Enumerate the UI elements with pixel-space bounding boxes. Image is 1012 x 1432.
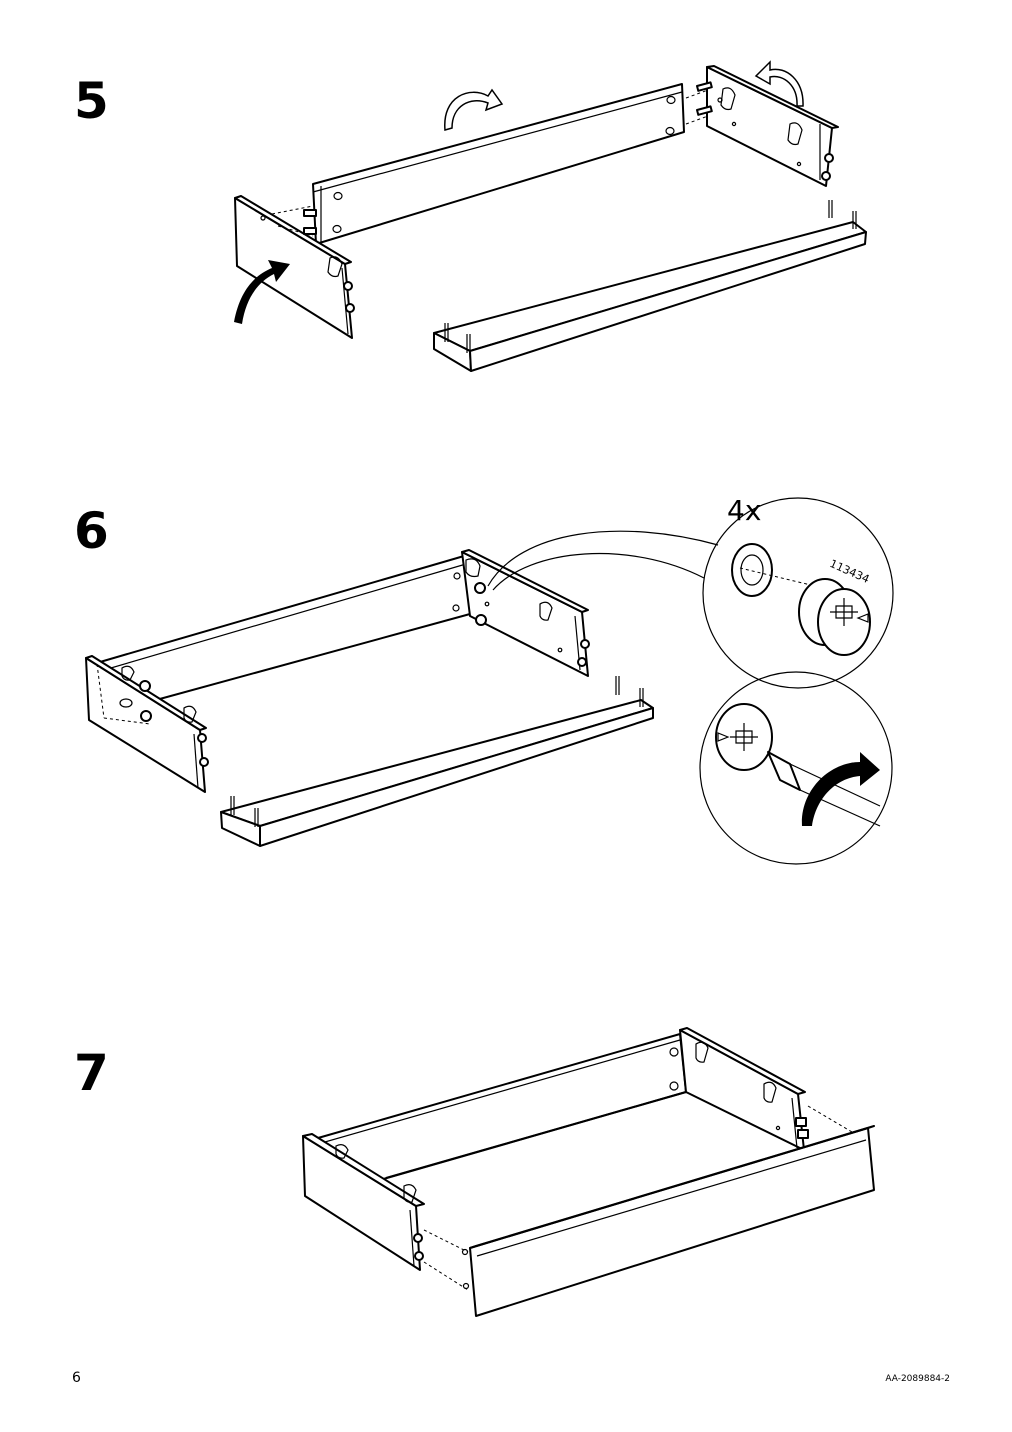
right-side-panel-7: [679, 1027, 809, 1151]
rotate-arrow-left-icon: [234, 260, 290, 324]
step-7-illustration: [302, 1027, 875, 1317]
quantity-label: 4x: [727, 494, 762, 527]
screwdriver-detail-circle: [699, 671, 893, 865]
back-panel-6: [99, 555, 471, 701]
step-number-6: 6: [74, 502, 109, 560]
back-panel: [312, 83, 685, 245]
step-number-7: 7: [74, 1044, 109, 1102]
left-side-panel-7: [302, 1133, 425, 1271]
back-panel-7: [317, 1033, 709, 1181]
right-side-panel-6: [452, 549, 590, 677]
left-side-panel-6: [85, 655, 209, 793]
front-assembly-guides: [423, 1105, 853, 1291]
left-side-panel: [234, 195, 355, 339]
base-panel-6: [220, 676, 654, 847]
base-edge-7: [385, 1091, 687, 1179]
detail-callout-leader: [487, 530, 719, 591]
step-number-5: 5: [74, 72, 109, 130]
dowels-left: [271, 205, 317, 237]
base-panel: [433, 200, 867, 372]
front-panel-7: [469, 1125, 875, 1317]
dowels-right: [685, 81, 723, 125]
right-side-panel: [706, 65, 839, 187]
step-6-illustration: [85, 497, 894, 865]
rotate-arrow-back-icon: [444, 88, 504, 131]
document-code: AA-2089884-2: [885, 1374, 950, 1384]
page-number: 6: [72, 1370, 81, 1386]
cam-lock-detail-circle: [702, 497, 894, 689]
step-5-illustration: [234, 60, 867, 372]
rotate-arrow-right-icon: [754, 60, 804, 107]
